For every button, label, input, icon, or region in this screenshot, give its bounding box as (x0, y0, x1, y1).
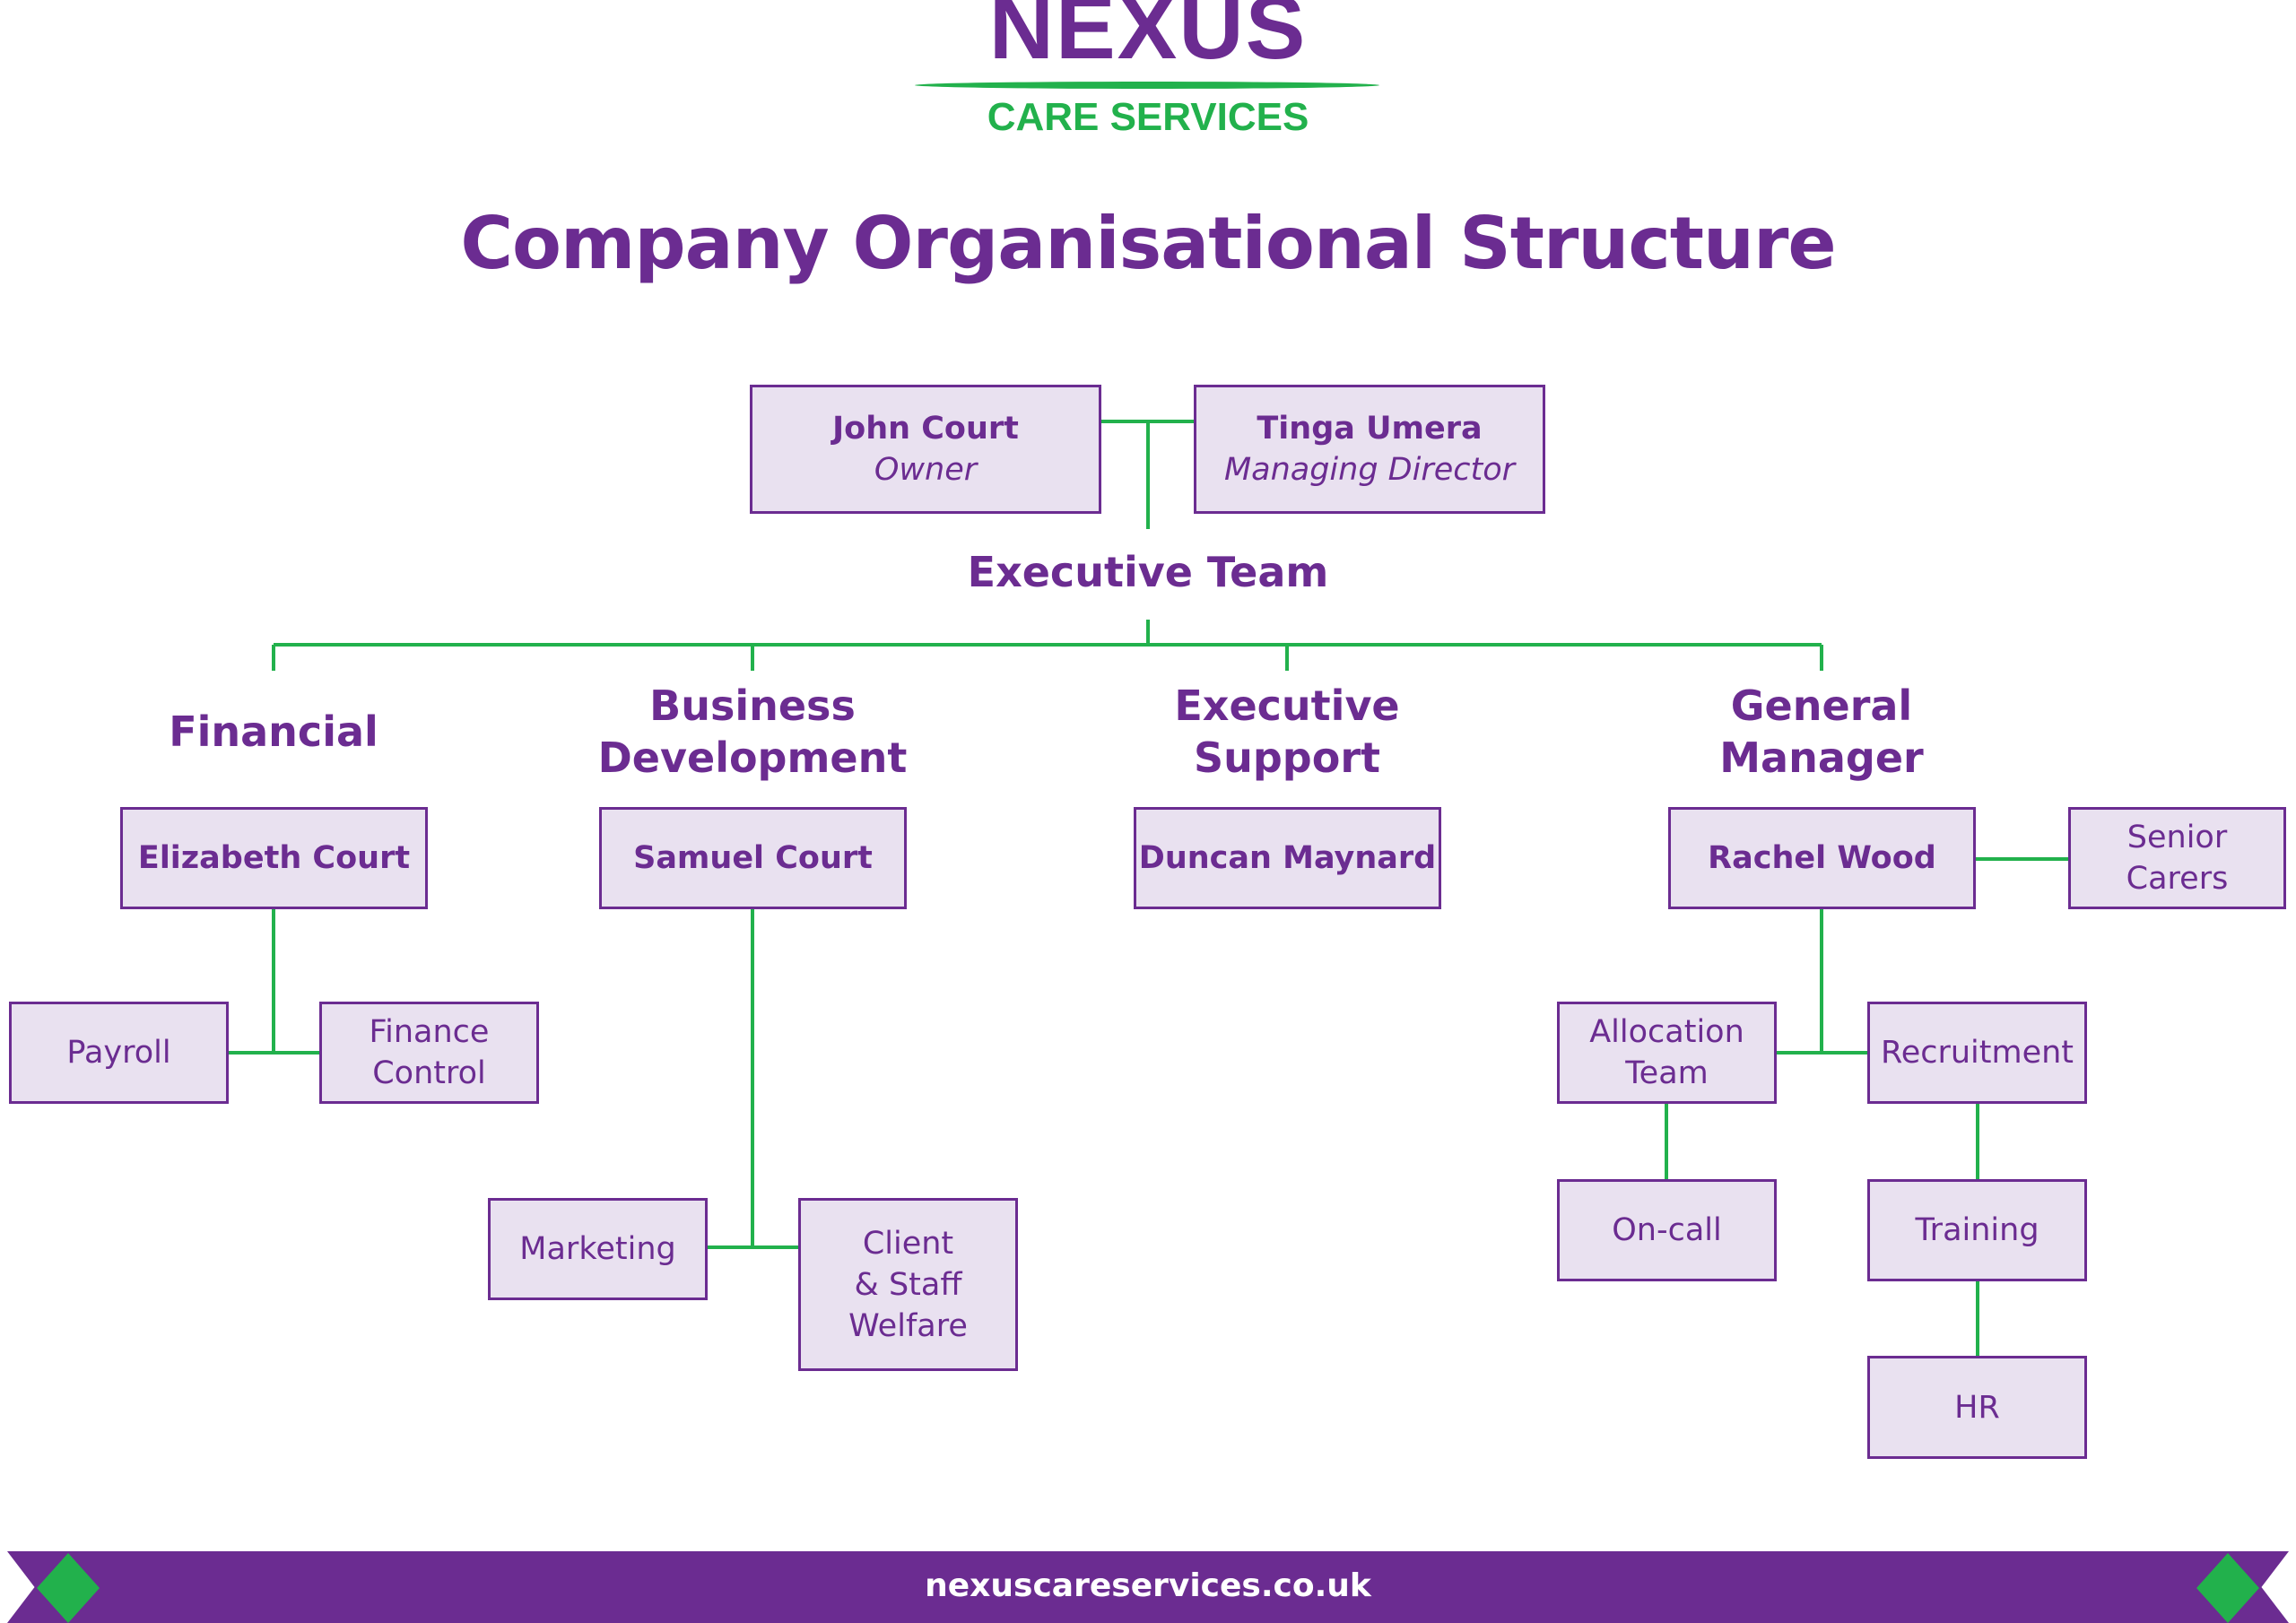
logo-underline (915, 82, 1379, 89)
org-box-elizabeth-court: Elizabeth Court (120, 807, 428, 909)
text-label: Training (1915, 1212, 2039, 1248)
connector-financial (229, 909, 319, 1055)
dept-heading-financial: Financial (49, 706, 498, 758)
text-label: Support (1193, 733, 1380, 782)
page-title: Company Organisational Structure (460, 202, 1836, 285)
text-label: HR (1954, 1389, 2000, 1426)
org-box-owner: John Court Owner (750, 385, 1101, 514)
logo-wordmark: NEXUS (988, 0, 1308, 78)
org-box-hr: HR (1867, 1356, 2087, 1459)
person-role: Managing Director (1223, 452, 1516, 488)
text-label: Duncan Maynard (1138, 840, 1437, 876)
text-label: Payroll (66, 1035, 171, 1071)
text-label: Finance (369, 1014, 490, 1050)
text-label: Recruitment (1880, 1035, 2074, 1071)
text-label: Financial (169, 707, 378, 756)
person-name: John Court (832, 411, 1019, 447)
text-label: Allocation (1589, 1014, 1744, 1050)
org-box-managing-director: Tinga Umera Managing Director (1194, 385, 1545, 514)
text-label: Marketing (519, 1231, 676, 1267)
connector-top (1101, 420, 1194, 529)
text-label: Executive (1174, 681, 1400, 730)
executive-team-label: Executive Team (967, 548, 1329, 596)
org-box-training: Training (1867, 1179, 2087, 1281)
text-label: On-call (1612, 1212, 1722, 1248)
text-label: Senior (2126, 820, 2228, 855)
text-label: Welfare (848, 1307, 968, 1344)
text-label: Manager (1719, 733, 1924, 782)
org-box-payroll: Payroll (9, 1002, 229, 1104)
footer-url-link[interactable]: nexuscareservices.co.uk (925, 1567, 1371, 1604)
org-box-samuel-court: Samuel Court (599, 807, 907, 909)
org-box-marketing: Marketing (488, 1198, 708, 1300)
text-label: Client (862, 1225, 954, 1262)
org-box-on-call: On-call (1557, 1179, 1777, 1281)
org-box-rachel-wood: Rachel Wood (1668, 807, 1976, 909)
text-label: & Staff (854, 1266, 962, 1303)
logo-subtitle: CARE SERVICES (987, 95, 1309, 139)
text-label: Rachel Wood (1708, 840, 1936, 876)
org-box-duncan-maynard: Duncan Maynard (1134, 807, 1441, 909)
person-name: Tinga Umera (1257, 411, 1483, 447)
text-label: Control (372, 1055, 486, 1091)
text-label: Team (1625, 1055, 1709, 1091)
org-box-recruitment: Recruitment (1867, 1002, 2087, 1104)
connector-business (708, 909, 798, 1249)
text-label: General (1730, 681, 1913, 730)
text-label: Carers (2126, 861, 2229, 897)
text-label: Elizabeth Court (137, 840, 411, 876)
text-label: Business (649, 681, 856, 730)
footer-banner (7, 1551, 2289, 1623)
connector-gm (1665, 857, 2068, 1356)
connector-exec (272, 620, 1823, 671)
text-label: Development (597, 733, 908, 782)
person-role: Owner (874, 452, 978, 488)
text-label: Samuel Court (633, 840, 873, 876)
